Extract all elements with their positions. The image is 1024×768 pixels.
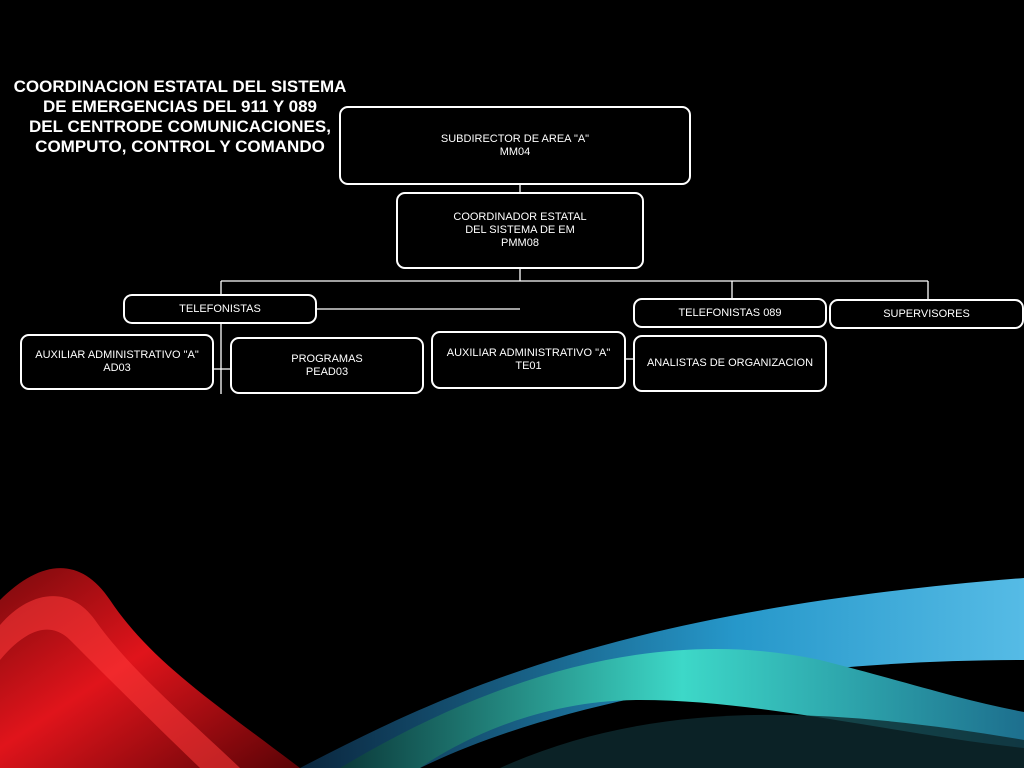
subdirector-box: SUBDIRECTOR DE AREA "A" MM04 (339, 106, 691, 185)
title-line: DEL CENTRODE COMUNICACIONES, (29, 117, 331, 136)
node-label: ANALISTAS DE ORGANIZACION (646, 357, 814, 369)
node-label: TE01 (515, 360, 542, 372)
auxiliar-ad03-box: AUXILIAR ADMINISTRATIVO "A" AD03 (20, 334, 214, 390)
red-wave-highlight (0, 596, 240, 768)
node-label: TELEFONISTAS 089 (678, 306, 782, 319)
programas-box: PROGRAMAS PEAD03 (230, 337, 424, 394)
chart-title: COORDINACION ESTATAL DEL SISTEMA DE EMER… (10, 77, 350, 157)
analistas-box: ANALISTAS DE ORGANIZACION (633, 335, 827, 392)
auxiliar-te01-box: AUXILIAR ADMINISTRATIVO "A" TE01 (431, 331, 626, 389)
node-label: AD03 (103, 362, 131, 374)
teal-wave (340, 649, 1024, 768)
node-label: MM04 (499, 145, 531, 158)
node-label: PMM08 (501, 237, 539, 249)
title-line: COORDINACION ESTATAL DEL SISTEMA (13, 77, 347, 96)
title-line: COMPUTO, CONTROL Y COMANDO (35, 137, 325, 156)
node-label: PEAD03 (305, 365, 349, 378)
coordinador-box: COORDINADOR ESTATAL DEL SISTEMA DE EM PM… (396, 192, 644, 269)
dark-wave (500, 714, 1024, 768)
node-label: COORDINADOR ESTATAL (453, 211, 587, 223)
node-label: SUPERVISORES (883, 307, 970, 320)
title-line: DE EMERGENCIAS DEL 911 Y 089 (42, 97, 317, 116)
node-label: TELEFONISTAS (179, 302, 261, 315)
telefonistas-box: TELEFONISTAS (123, 294, 317, 324)
node-label: AUXILIAR ADMINISTRATIVO "A" (35, 349, 199, 361)
node-label: SUBDIRECTOR DE AREA "A" (440, 132, 590, 145)
node-label: AUXILIAR ADMINISTRATIVO "A" (446, 347, 611, 359)
node-label: DEL SISTEMA DE EM (465, 224, 575, 236)
supervisores-box: SUPERVISORES (829, 299, 1024, 329)
telefonistas-089-box: TELEFONISTAS 089 (633, 298, 827, 328)
node-label: PROGRAMAS (291, 352, 363, 365)
